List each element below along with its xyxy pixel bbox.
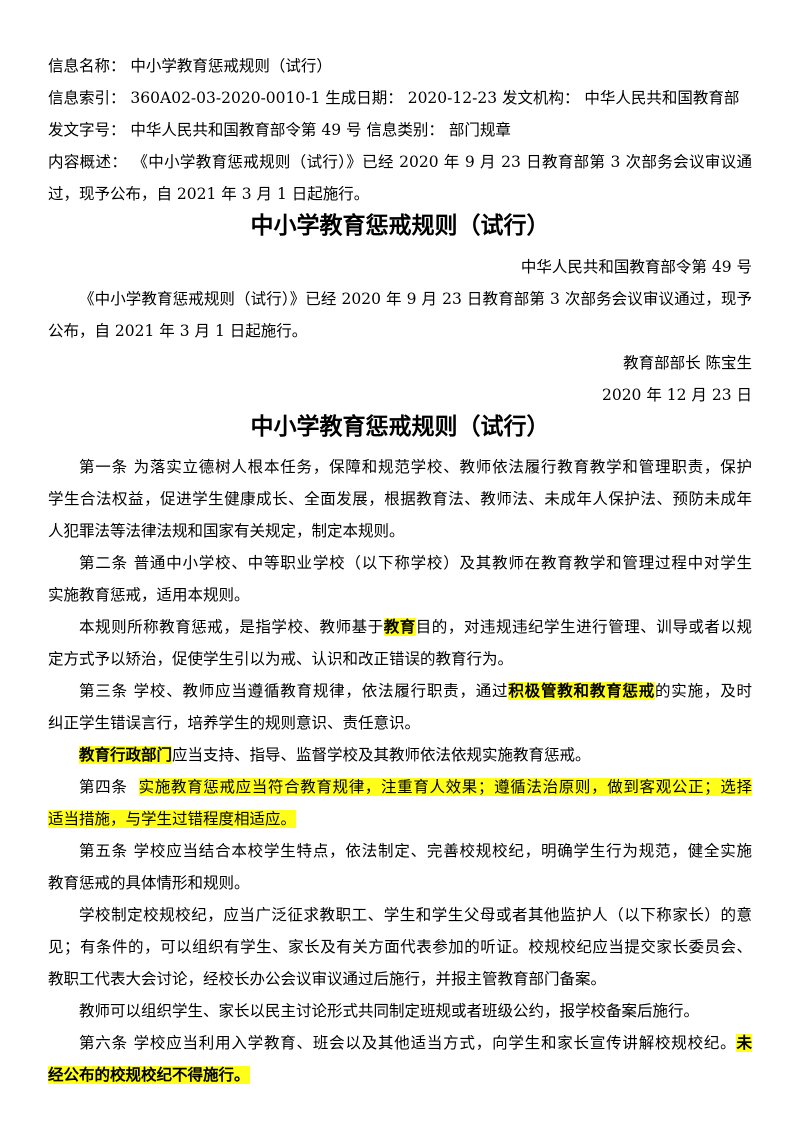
article-5-line-1: 第五条 学校应当结合本校学生特点，依法制定、完善校规校纪，明确学生行为规范，健全…: [79, 842, 752, 860]
rules-title: 中小学教育惩戒规则（试行）: [250, 414, 550, 440]
article-1-line-2: 学生合法权益，促进学生健康成长、全面发展，根据教育法、教师法、未成年人保护法、预…: [48, 490, 752, 508]
definition-line-2: 定方式予以矫治，促使学生引以为戒、认识和改正错误的教育行为。: [48, 650, 514, 668]
meta-doc-number: 发文字号： 中华人民共和国教育部令第 49 号 信息类别： 部门规章: [48, 121, 511, 139]
decree-title: 中小学教育惩戒规则（试行）: [250, 213, 550, 239]
article-3-line-1: 第三条 学校、教师应当遵循教育规律，依法履行职责，通过积极管教和教育惩戒的实施，…: [48, 681, 752, 701]
supervision-line: 教育行政部门应当支持、指导、监督学校及其教师依法依规实施教育惩戒。: [48, 745, 752, 765]
meta-info-index: 信息索引： 360A02-03-2020-0010-1 生成日期： 2020-1…: [48, 89, 740, 107]
meta-info-name: 信息名称： 中小学教育惩戒规则（试行）: [48, 57, 332, 75]
definition-text-a: 本规则所称教育惩戒，是指学校、教师基于: [79, 618, 384, 636]
article-5-line-2: 教育惩戒的具体情形和规则。: [48, 874, 250, 892]
article-3-text-a: 第三条 学校、教师应当遵循教育规律，依法履行职责，通过: [79, 682, 509, 700]
article-6-line-1: 第六条 学校应当利用入学教育、班会以及其他适当方式，向学生和家长宣传讲解校规校纪…: [48, 1033, 752, 1053]
article-3-line-2: 纠正学生错误言行，培养学生的规则意识、责任意识。: [48, 714, 421, 732]
article-3-text-b: 的实施，及时: [655, 682, 752, 700]
article-4-label: 第四条: [79, 778, 128, 796]
definition-text-b: 目的，对违规违纪学生进行管理、训导或者以规: [415, 618, 752, 636]
highlight-education: 教育: [383, 618, 416, 636]
regulation-line-3: 教职工代表大会讨论，经校长办公会议审议通过后施行，并报主管教育部门备案。: [48, 970, 607, 988]
article-4-line-2: 适当措施，与学生过错程度相适应。: [48, 809, 752, 829]
meta-summary-cont: 过，现予公布，自 2021 年 3 月 1 日起施行。: [48, 185, 370, 203]
regulation-line-2: 见；有条件的，可以组织有学生、家长及有关方面代表参加的听证。校规校纪应当提交家长…: [48, 938, 752, 956]
decree-signer: 教育部部长 陈宝生: [623, 354, 752, 372]
supervision-text: 应当支持、指导、监督学校及其教师依法依规实施教育惩戒。: [172, 746, 591, 764]
highlight-article-6: 未: [736, 1034, 752, 1052]
highlight-active-discipline: 积极管教和教育惩戒: [508, 682, 656, 700]
highlight-article-6-cont: 经公布的校规校纪不得施行。: [48, 1066, 250, 1084]
decree-paragraph: 《中小学教育惩戒规则（试行）》已经 2020 年 9 月 23 日教育部第 3 …: [79, 290, 752, 308]
article-6-text: 第六条 学校应当利用入学教育、班会以及其他适当方式，向学生和家长宣传讲解校规校纪…: [79, 1034, 737, 1052]
teacher-rules-line: 教师可以组织学生、家长以民主讨论形式共同制定班规或者班级公约，报学校备案后施行。: [79, 1002, 700, 1020]
article-2-line-1: 第二条 普通中小学校、中等职业学校（以下称学校）及其教师在教育教学和管理过程中对…: [79, 554, 752, 572]
meta-summary: 内容概述： 《中小学教育惩戒规则（试行）》已经 2020 年 9 月 23 日教…: [48, 153, 752, 171]
regulation-line-1: 学校制定校规校纪，应当广泛征求教职工、学生和学生父母或者其他监护人（以下称家长）…: [79, 906, 752, 924]
highlight-education-department: 教育行政部门: [79, 746, 173, 764]
decree-number: 中华人民共和国教育部令第 49 号: [520, 258, 752, 276]
decree-paragraph-cont: 公布，自 2021 年 3 月 1 日起施行。: [48, 322, 308, 340]
decree-date: 2020 年 12 月 23 日: [601, 386, 752, 404]
definition-line-1: 本规则所称教育惩戒，是指学校、教师基于教育目的，对违规违纪学生进行管理、训导或者…: [48, 617, 752, 637]
article-6-line-2: 经公布的校规校纪不得施行。: [48, 1065, 752, 1085]
article-4-line-1: 第四条 实施教育惩戒应当符合教育规律，注重育人效果；遵循法治原则，做到客观公正；…: [48, 777, 752, 797]
highlight-article-4: 实施教育惩戒应当符合教育规律，注重育人效果；遵循法治原则，做到客观公正；选择: [138, 778, 752, 796]
article-1-line-1: 第一条 为落实立德树人根本任务，保障和规范学校、教师依法履行教育教学和管理职责，…: [79, 458, 752, 476]
article-2-line-2: 实施教育惩戒，适用本规则。: [48, 586, 250, 604]
highlight-article-4-cont: 适当措施，与学生过错程度相适应。: [48, 810, 297, 828]
article-1-line-3: 人犯罪法等法律法规和国家有关规定，制定本规则。: [48, 522, 405, 540]
